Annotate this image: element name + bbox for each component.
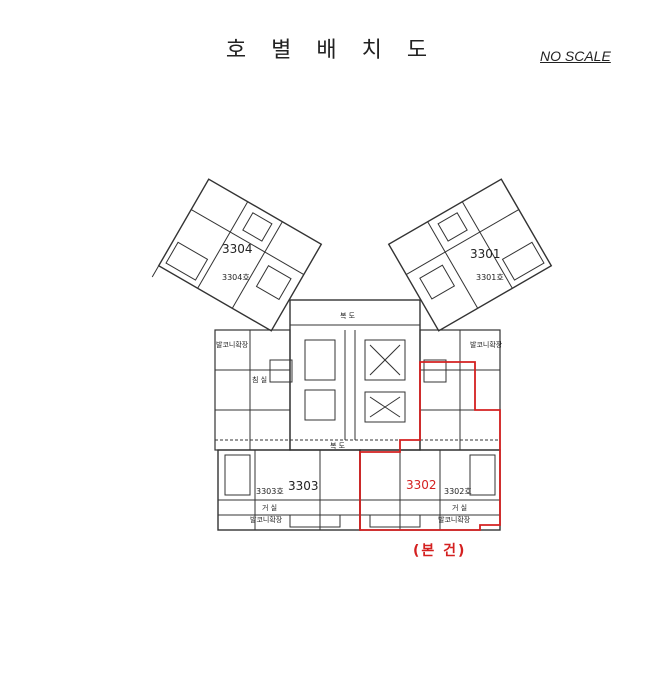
unit-3304-number: 3304 xyxy=(222,242,253,256)
unit-3301-tag: 3301호 xyxy=(476,273,504,282)
unit-3303-number: 3303 xyxy=(288,479,319,493)
room-label-living-left: 거 실 xyxy=(262,503,277,512)
unit-3302-number: 3302 xyxy=(406,478,437,492)
room-label-balcony-bottom-left: 발코니확장 xyxy=(250,515,283,524)
unit-3302-tag: 3302호 xyxy=(444,487,472,496)
subject-unit-label: (본 건) xyxy=(413,543,467,559)
room-label-balcony-bottom-right: 발코니확장 xyxy=(438,515,471,524)
unit-3303-tag: 3303호 xyxy=(256,487,284,496)
unit-3304-tag: 3304호 xyxy=(222,273,250,282)
wing-right xyxy=(387,178,553,332)
room-label-corridor: 복 도 xyxy=(330,442,346,450)
room-label-bedroom: 침 실 xyxy=(252,375,267,384)
subject-unit-outline xyxy=(359,361,501,531)
page-title: 호 별 배 치 도 xyxy=(225,38,437,63)
room-label-corridor-top: 복 도 xyxy=(340,312,356,320)
wing-left xyxy=(151,178,323,332)
room-label-balcony-left: 발코니확장 xyxy=(216,340,249,349)
room-label-living-right: 거 실 xyxy=(452,503,467,512)
room-label-balcony-right: 발코니확장 xyxy=(470,340,503,349)
unit-3301-number: 3301 xyxy=(470,247,501,261)
scale-note: NO SCALE xyxy=(540,48,611,64)
